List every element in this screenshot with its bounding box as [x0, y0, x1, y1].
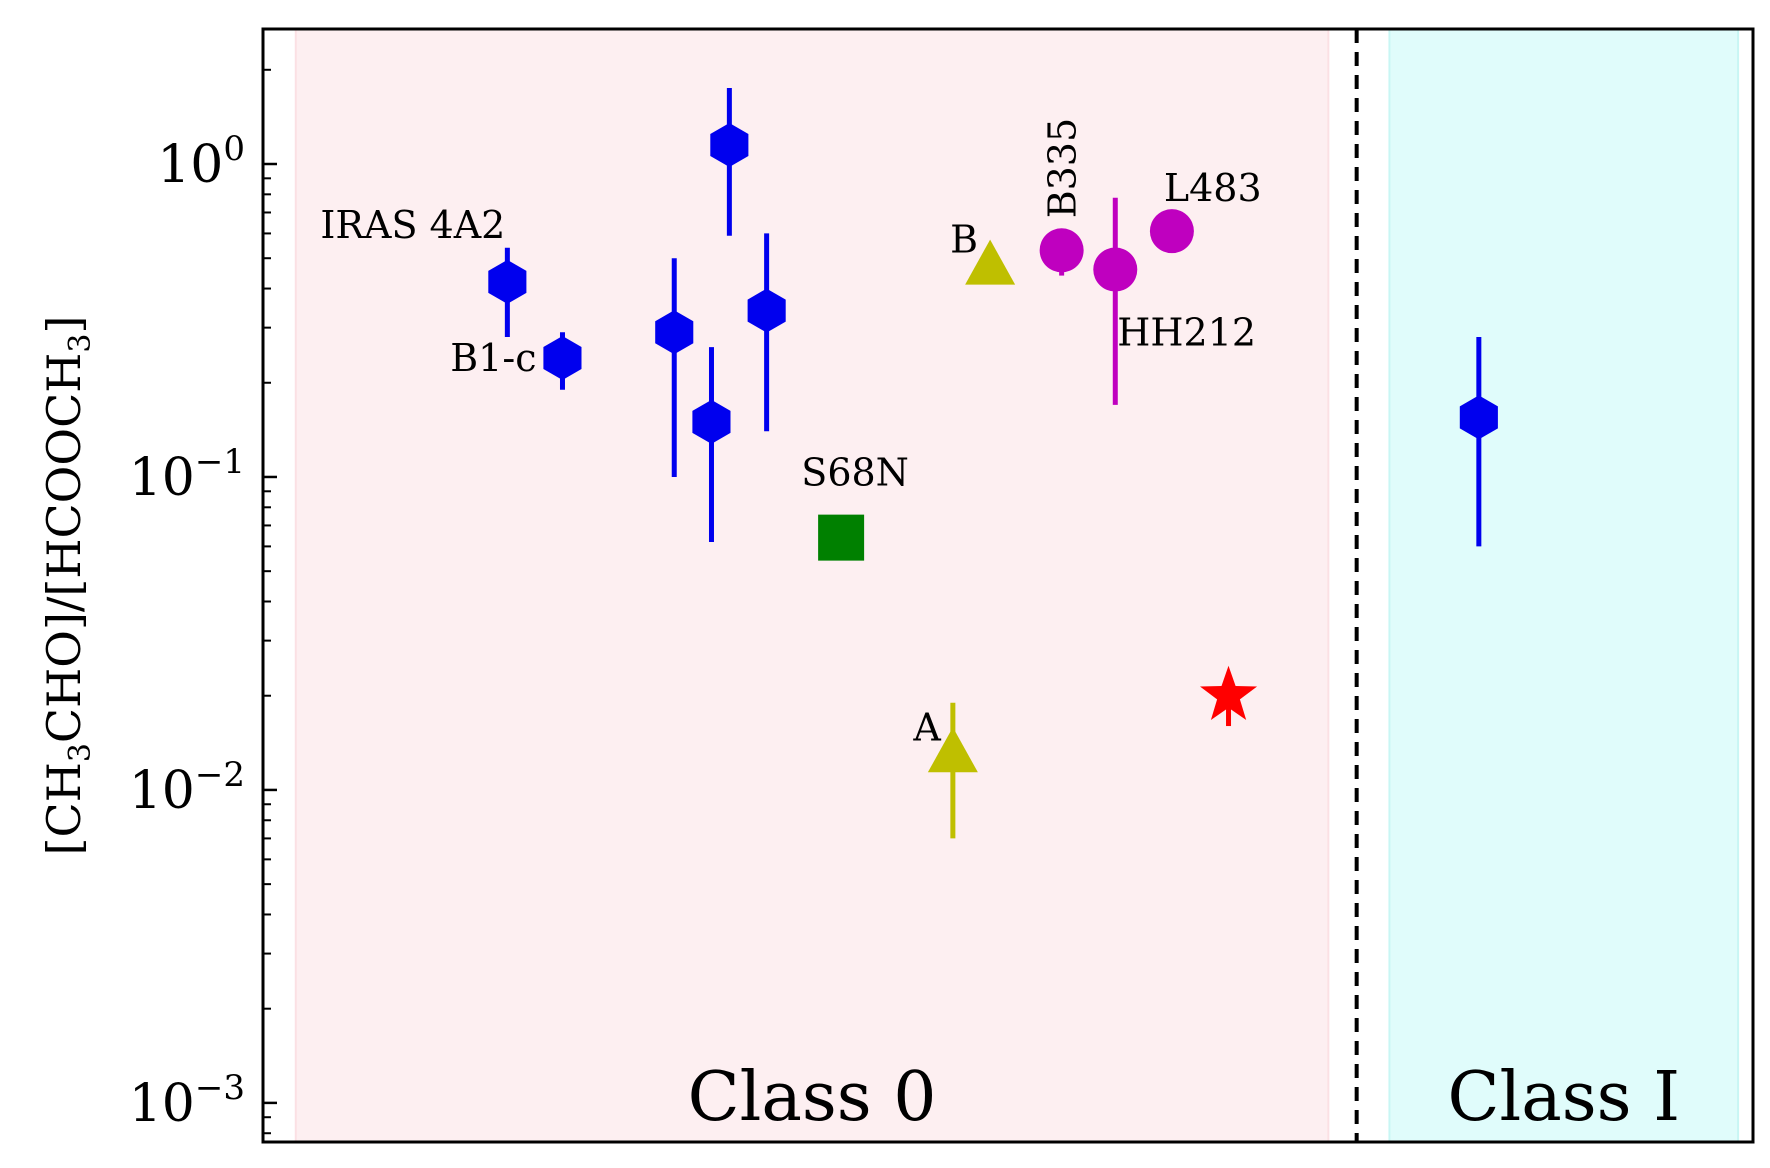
annotation-b335: B335: [1041, 118, 1085, 218]
data-point-triangle-1: [965, 239, 1016, 285]
data-point-circle-0: [1039, 228, 1084, 273]
y-tick-label-2: 10−2: [129, 755, 245, 821]
data-point-star-0: [1200, 665, 1258, 720]
y-label-open: [CH: [37, 762, 91, 855]
y-tick-base: 10: [129, 761, 195, 821]
data-point-hexagon-1: [543, 336, 582, 380]
region-band-1: [1388, 28, 1740, 1143]
data-point-hexagon-2: [655, 310, 694, 355]
region-label-0: Class 0: [688, 1058, 937, 1137]
annotation-hh212: HH212: [1117, 311, 1256, 355]
data-point-hexagon-3: [692, 399, 731, 444]
y-tick-label-3: 10−3: [129, 1068, 245, 1134]
y-label-sub-1: 3: [63, 743, 98, 762]
y-tick-base: 10: [129, 1074, 195, 1134]
annotation-b: B: [950, 218, 978, 262]
annotation-iras-4a2: IRAS 4A2: [320, 203, 505, 247]
y-label-mid: CHO]/[HCOOCH: [37, 353, 91, 743]
y-tick-base: 10: [129, 448, 195, 508]
data-point-circle-2: [1149, 209, 1194, 254]
data-point-hexagon-6: [1459, 395, 1498, 440]
y-tick-exponent: 0: [223, 129, 245, 169]
annotation-l483: L483: [1164, 166, 1262, 210]
annotation-b1-c: B1-c: [450, 336, 536, 380]
region-band-0: [294, 28, 1330, 1143]
y-tick-label-0: 100: [157, 129, 245, 195]
y-label-close: ]: [37, 316, 91, 334]
class-regions: [294, 28, 1740, 1143]
annotation-a: A: [912, 705, 941, 749]
region-label-1: Class I: [1447, 1058, 1680, 1137]
data-point-hexagon-4: [710, 123, 749, 167]
data-point-circle-1: [1093, 247, 1138, 292]
y-axis-label: [CH3CHO]/[HCOOCH3]: [37, 316, 98, 856]
region-labels: Class 0 Class I: [688, 1058, 1681, 1137]
y-tick-label-1: 10−1: [129, 442, 245, 508]
y-tick-exponent: −1: [195, 442, 245, 482]
y-label-sub-2: 3: [63, 334, 98, 353]
y-tick-base: 10: [157, 135, 223, 195]
data-markers: [488, 123, 1498, 773]
data-point-hexagon-5: [747, 288, 786, 333]
axes-frame: [261, 27, 1755, 1144]
y-tick-exponent: −3: [195, 1068, 245, 1108]
data-point-square-0: [818, 514, 865, 561]
annotation-s68n: S68N: [801, 451, 909, 495]
data-point-hexagon-0: [488, 259, 527, 304]
y-tick-exponent: −2: [195, 755, 245, 795]
data-point-triangle-0: [927, 727, 978, 773]
